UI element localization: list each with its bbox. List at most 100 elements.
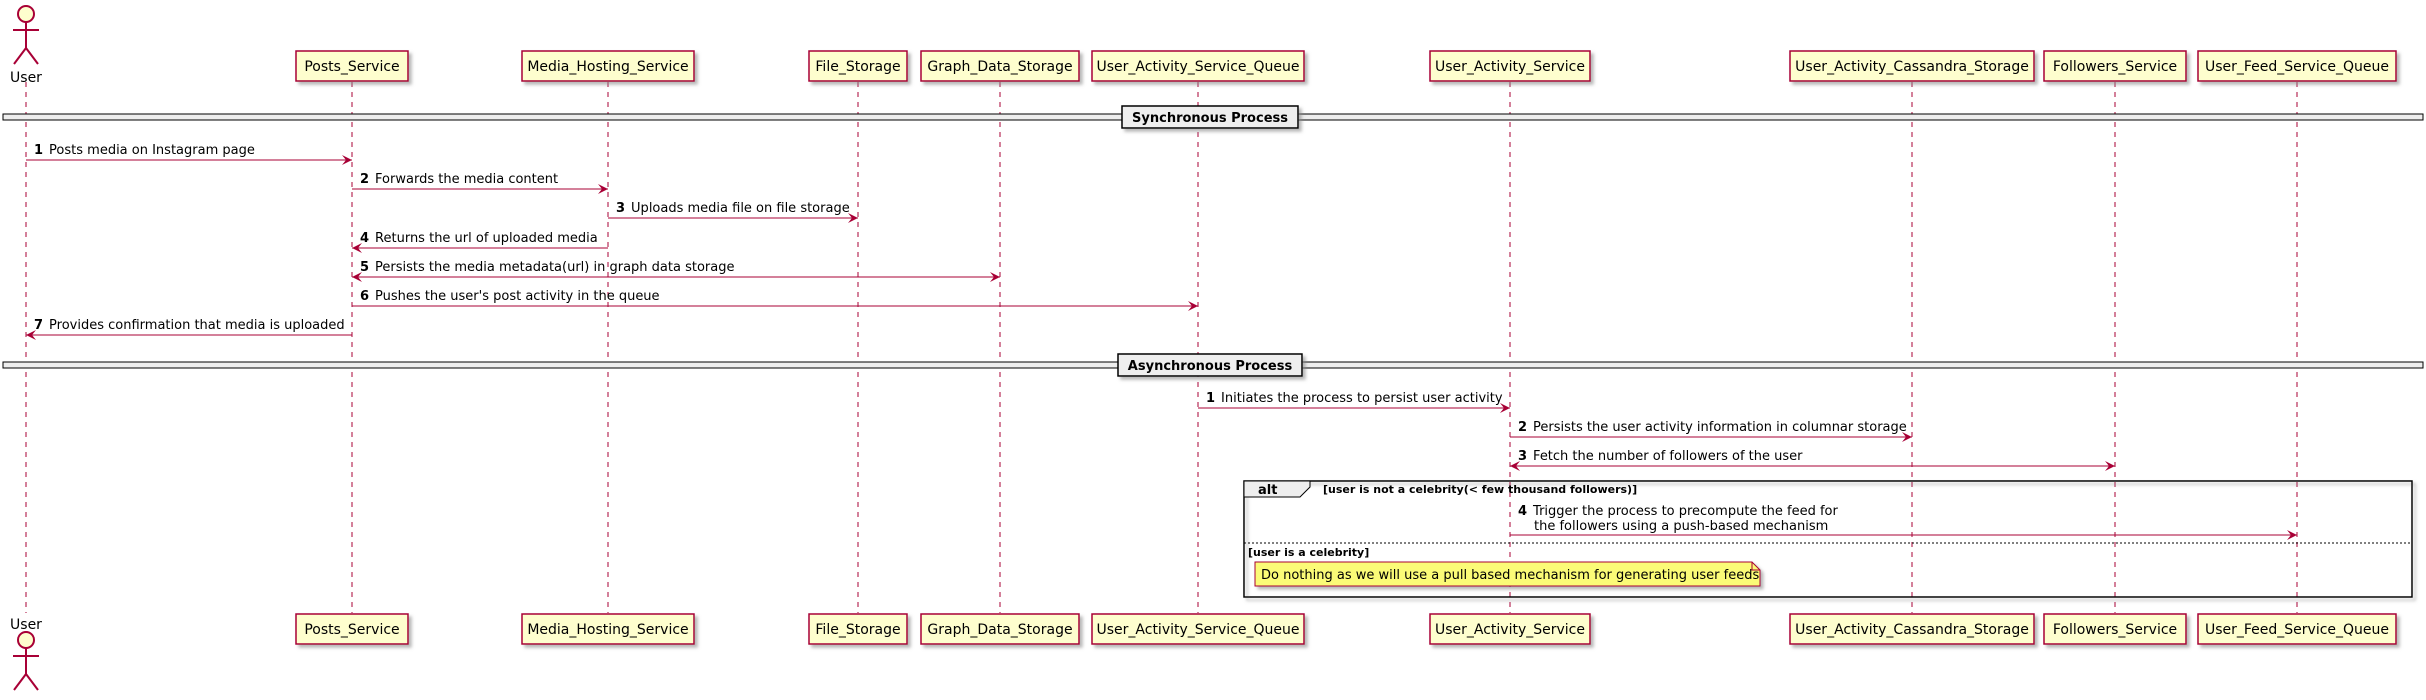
participant-cass-top: User_Activity_Cassandra_Storage bbox=[1789, 50, 2035, 82]
message-number: 2 bbox=[360, 172, 369, 187]
message-number: 4 bbox=[1518, 504, 1527, 519]
participant-cass-label: User_Activity_Cassandra_Storage bbox=[1795, 622, 2029, 638]
message-text: Pushes the user's post activity in the q… bbox=[375, 289, 660, 304]
participant-graph-label: Graph_Data_Storage bbox=[927, 59, 1072, 75]
note: Do nothing as we will use a pull based m… bbox=[1254, 561, 1761, 587]
participant-ufq-top: User_Feed_Service_Queue bbox=[2197, 50, 2397, 82]
participant-cass-label: User_Activity_Cassandra_Storage bbox=[1795, 59, 2029, 75]
actor-user-label-top: User bbox=[10, 70, 42, 86]
participant-foll-bottom: Followers_Service bbox=[2043, 613, 2187, 645]
participant-uaq-label: User_Activity_Service_Queue bbox=[1097, 59, 1300, 75]
participant-graph-top: Graph_Data_Storage bbox=[920, 50, 1080, 82]
message-number: 2 bbox=[1518, 420, 1527, 435]
message-11: 4 Trigger the process to precompute the f… bbox=[1510, 504, 2297, 540]
message-text: Initiates the process to persist user ac… bbox=[1221, 391, 1503, 406]
participant-posts-label: Posts_Service bbox=[304, 59, 399, 75]
message-label: 4 Returns the url of uploaded media bbox=[360, 231, 598, 246]
message-text: Uploads media file on file storage bbox=[631, 201, 850, 216]
messages: 1 Posts media on Instagram page 2 Forwards … bbox=[26, 143, 2297, 540]
participant-uas-label: User_Activity_Service bbox=[1435, 59, 1585, 75]
participant-media-bottom: Media_Hosting_Service bbox=[521, 613, 695, 645]
participant-ufq-label: User_Feed_Service_Queue bbox=[2205, 622, 2389, 638]
message-label: 3 Uploads media file on file storage bbox=[616, 201, 850, 216]
participant-graph-bottom: Graph_Data_Storage bbox=[920, 613, 1080, 645]
message-label: 1 Posts media on Instagram page bbox=[34, 143, 255, 158]
participant-media-label: Media_Hosting_Service bbox=[527, 59, 688, 75]
message-text-line2: the followers using a push-based mechani… bbox=[1534, 519, 1828, 534]
alt-tab bbox=[1243, 480, 1311, 498]
note-text: Do nothing as we will use a pull based m… bbox=[1261, 568, 1759, 583]
alt-guard-first: [user is not a celebrity(< few thousand … bbox=[1323, 483, 1637, 496]
divider-asynchronous: Asynchronous Process bbox=[2, 353, 2424, 377]
participant-foll-label: Followers_Service bbox=[2053, 59, 2177, 75]
participant-posts-bottom: Posts_Service bbox=[295, 613, 409, 645]
message-9: 2 Persists the user activity information … bbox=[1510, 420, 1912, 442]
message-label: 5 Persists the media metadata(url) in gra… bbox=[360, 260, 734, 275]
actor-user-top bbox=[13, 5, 39, 65]
participant-uaq-label: User_Activity_Service_Queue bbox=[1097, 622, 1300, 638]
message-4: 4 Returns the url of uploaded media bbox=[352, 231, 608, 253]
alt-guard-second: [user is a celebrity] bbox=[1248, 546, 1369, 559]
message-label: 4 Trigger the process to precompute the f… bbox=[1518, 504, 1838, 519]
actor-user-bottom bbox=[13, 631, 39, 691]
message-number: 6 bbox=[360, 289, 369, 304]
message-text: Posts media on Instagram page bbox=[49, 143, 255, 158]
message-8: 1 Initiates the process to persist user a… bbox=[1198, 391, 1510, 413]
participant-ufq-label: User_Feed_Service_Queue bbox=[2205, 59, 2389, 75]
participant-uas-top: User_Activity_Service bbox=[1429, 50, 1591, 82]
message-number: 1 bbox=[1206, 391, 1215, 406]
message-number: 4 bbox=[360, 231, 369, 246]
message-6: 6 Pushes the user's post activity in the … bbox=[352, 289, 1198, 311]
message-label: 6 Pushes the user's post activity in the … bbox=[360, 289, 660, 304]
message-number: 5 bbox=[360, 260, 369, 275]
message-number: 1 bbox=[34, 143, 43, 158]
participant-media-top: Media_Hosting_Service bbox=[521, 50, 695, 82]
participant-heads: UserUserPosts_ServicePosts_ServiceMedia_… bbox=[10, 5, 2397, 691]
message-label: 1 Initiates the process to persist user a… bbox=[1206, 391, 1503, 406]
participant-posts-top: Posts_Service bbox=[295, 50, 409, 82]
message-2: 2 Forwards the media content bbox=[352, 172, 608, 194]
message-text: Persists the media metadata(url) in grap… bbox=[375, 260, 734, 275]
participant-media-label: Media_Hosting_Service bbox=[527, 622, 688, 638]
message-text: Trigger the process to precompute the fe… bbox=[1532, 504, 1838, 519]
participant-foll-label: Followers_Service bbox=[2053, 622, 2177, 638]
participant-foll-top: Followers_Service bbox=[2043, 50, 2187, 82]
participant-file-label: File_Storage bbox=[815, 622, 900, 638]
participant-uaq-bottom: User_Activity_Service_Queue bbox=[1091, 613, 1305, 645]
message-text: Returns the url of uploaded media bbox=[375, 231, 598, 246]
participant-uaq-top: User_Activity_Service_Queue bbox=[1091, 50, 1305, 82]
participant-graph-label: Graph_Data_Storage bbox=[927, 622, 1072, 638]
alt-label: alt bbox=[1258, 483, 1277, 498]
message-text: Forwards the media content bbox=[375, 172, 558, 187]
actor-user-label-bottom: User bbox=[10, 617, 42, 633]
message-3: 3 Uploads media file on file storage bbox=[608, 201, 858, 223]
divider-label: Synchronous Process bbox=[1132, 111, 1288, 126]
participant-uas-bottom: User_Activity_Service bbox=[1429, 613, 1591, 645]
message-1: 1 Posts media on Instagram page bbox=[26, 143, 352, 165]
participant-file-bottom: File_Storage bbox=[808, 613, 908, 645]
participant-posts-label: Posts_Service bbox=[304, 622, 399, 638]
message-text: Persists the user activity information i… bbox=[1533, 420, 1907, 435]
message-text: Provides confirmation that media is uplo… bbox=[49, 318, 345, 333]
participant-ufq-bottom: User_Feed_Service_Queue bbox=[2197, 613, 2397, 645]
message-number: 3 bbox=[616, 201, 625, 216]
message-label: 2 Forwards the media content bbox=[360, 172, 558, 187]
divider-synchronous: Synchronous Process bbox=[2, 105, 2424, 129]
lifelines bbox=[25, 82, 2298, 613]
message-text: Fetch the number of followers of the use… bbox=[1533, 449, 1803, 464]
message-5: 5 Persists the media metadata(url) in gra… bbox=[352, 260, 1000, 282]
participant-file-top: File_Storage bbox=[808, 50, 908, 82]
alt-frame bbox=[1243, 480, 2413, 598]
participant-file-label: File_Storage bbox=[815, 59, 900, 75]
alt-fragment: alt [user is not a celebrity(< few thousa… bbox=[1243, 480, 2413, 598]
message-label: 2 Persists the user activity information … bbox=[1518, 420, 1907, 435]
participant-uas-label: User_Activity_Service bbox=[1435, 622, 1585, 638]
participant-cass-bottom: User_Activity_Cassandra_Storage bbox=[1789, 613, 2035, 645]
divider-label: Asynchronous Process bbox=[1128, 359, 1293, 374]
